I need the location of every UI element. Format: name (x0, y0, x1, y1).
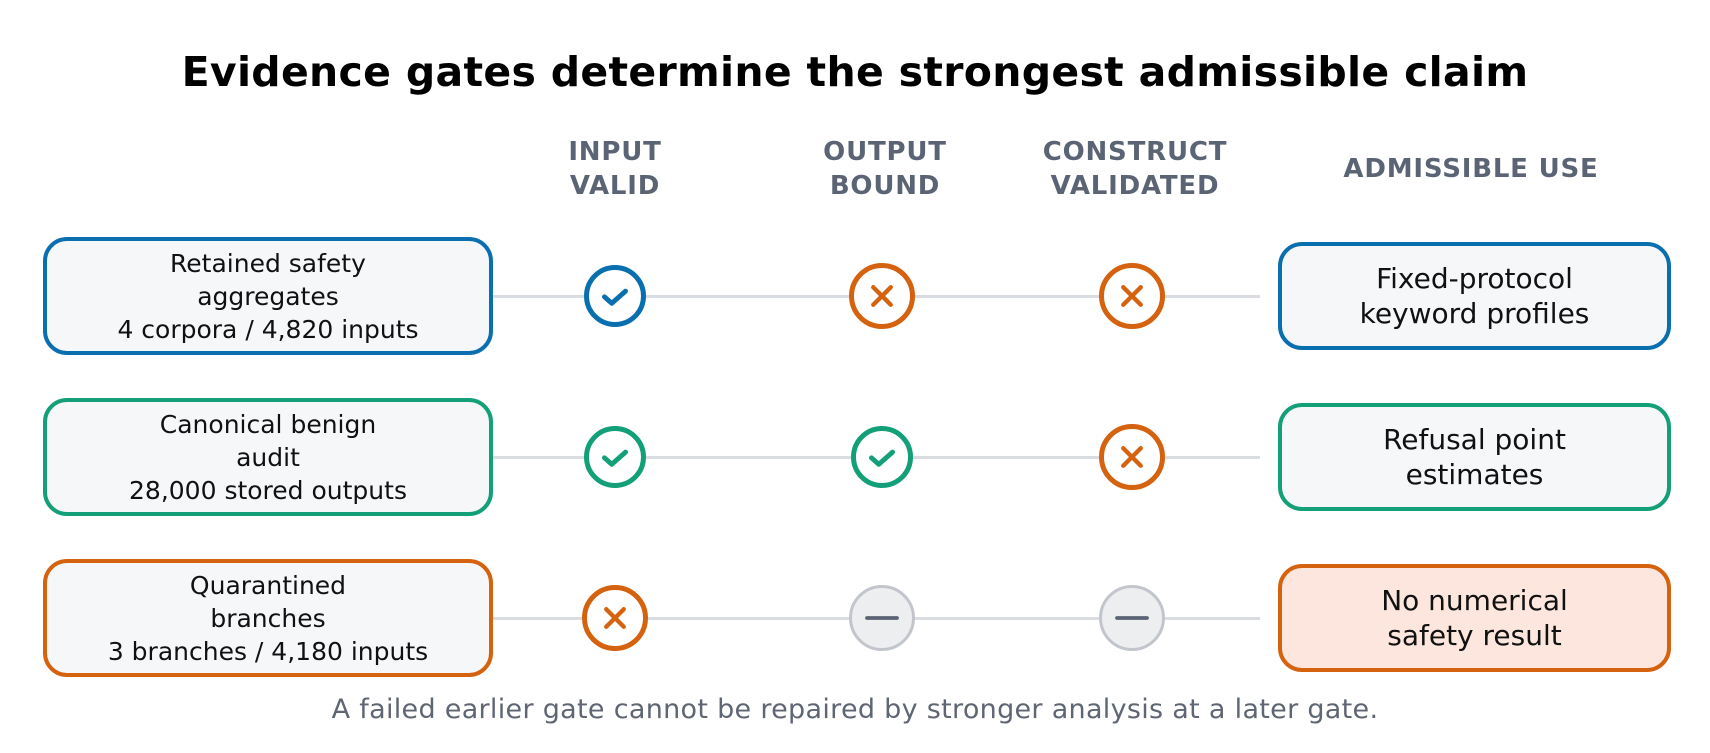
column-header-line: VALID (569, 171, 661, 201)
footnote: A failed earlier gate cannot be repaired… (331, 694, 1379, 725)
gate-status-pass (584, 426, 646, 488)
gate-status-pass (851, 426, 913, 488)
source-box-line: 3 branches / 4,180 inputs (107, 636, 429, 666)
source-box-line: Canonical benign (159, 409, 377, 439)
column-header-admissible-use: ADMISSIBLE USE (1343, 154, 1599, 184)
gate-status-na (849, 585, 915, 651)
gate-status-na (1099, 585, 1165, 651)
source-box-line: branches (210, 603, 326, 633)
source-box-line: 4 corpora / 4,820 inputs (117, 314, 419, 344)
admissible-use-line: No numerical (1381, 584, 1568, 617)
column-header-line: OUTPUT (823, 137, 947, 167)
column-header-construct-validated: CONSTRUCT VALIDATED (1020, 135, 1250, 203)
source-box-line: Retained safety (170, 248, 366, 278)
column-header-line: CONSTRUCT (1042, 137, 1228, 167)
diagram-title: Evidence gates determine the strongest a… (181, 48, 1529, 96)
source-box-line: Quarantined (189, 570, 347, 600)
gate-status-fail (849, 263, 915, 329)
admissible-use-line: Fixed-protocol (1376, 262, 1573, 295)
column-header-line: INPUT (568, 137, 662, 167)
admissible-use-line: safety result (1387, 619, 1562, 652)
column-header-line: VALIDATED (1050, 171, 1220, 201)
source-box-line: aggregates (197, 281, 339, 311)
admissible-use-line: estimates (1405, 458, 1544, 491)
gate-status-fail (582, 585, 648, 651)
admissible-use-line: keyword profiles (1359, 297, 1590, 330)
source-box-line: 28,000 stored outputs (129, 475, 407, 505)
gate-status-pass (584, 265, 646, 327)
column-header-line: BOUND (829, 171, 941, 201)
admissible-use-line: Refusal point (1383, 423, 1566, 456)
source-box-line: audit (236, 442, 300, 472)
column-header-input-valid: INPUT VALID (540, 135, 690, 203)
column-header-output-bound: OUTPUT BOUND (790, 135, 980, 203)
gate-status-fail (1099, 263, 1165, 329)
gate-status-fail (1099, 424, 1165, 490)
